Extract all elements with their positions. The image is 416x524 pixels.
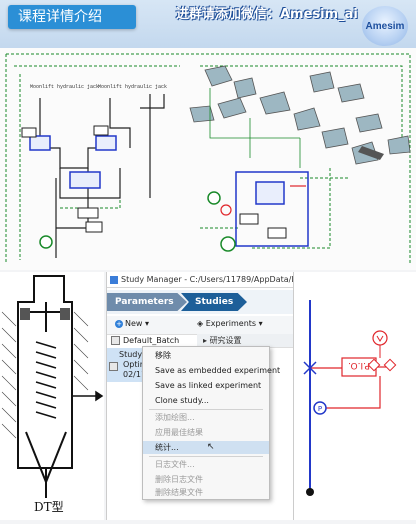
dt-valve-illustration bbox=[0, 272, 104, 520]
new-label: New bbox=[125, 319, 143, 328]
study-settings-label: 研究设置 bbox=[209, 336, 242, 345]
schematic-drawing: Moonlift hydraulic jack Moonlift hydraul… bbox=[5, 53, 411, 264]
menu-item-statistics[interactable]: 统计... ↖ bbox=[143, 441, 269, 454]
dt-valve-drawing bbox=[1, 275, 104, 498]
menu-separator bbox=[149, 456, 263, 457]
hydraulic-schematic: Moonlift hydraulic jack Moonlift hydraul… bbox=[0, 48, 416, 270]
study-label-line2: Optir bbox=[123, 360, 144, 369]
circuit-drawing: P.I.O. P bbox=[303, 300, 397, 496]
study-toolbar: +New ▾ ◈ Experiments ▾ bbox=[107, 316, 293, 335]
tree-item-default-batch[interactable]: Default_Batch bbox=[111, 336, 179, 345]
menu-separator bbox=[149, 409, 263, 410]
logo-text: Amesim bbox=[365, 20, 405, 32]
statistics-label: 统计... bbox=[155, 443, 179, 452]
menu-item-save-linked[interactable]: Save as linked experiment bbox=[155, 381, 262, 390]
menu-item-delete-log[interactable]: 删除日志文件 bbox=[155, 475, 203, 484]
menu-item-delete-results[interactable]: 删除结果文件 bbox=[155, 488, 203, 497]
amesim-logo: Amesim bbox=[362, 6, 408, 46]
context-menu[interactable]: 移除 Save as embedded experiment Save as l… bbox=[142, 346, 281, 500]
study-icon bbox=[109, 362, 118, 371]
pressure-symbol-label: P bbox=[318, 405, 322, 413]
schematic-label-right: Moonlift hydraulic jack bbox=[98, 84, 167, 90]
menu-item-clone-study[interactable]: Clone study... bbox=[155, 396, 209, 405]
menu-item-save-embedded[interactable]: Save as embedded experiment bbox=[155, 366, 281, 375]
header-banner: 课程详情介绍 进群请添加微信：Amesim_ai Amesim bbox=[0, 0, 416, 48]
circuit-diagram-panel: P.I.O. P bbox=[294, 272, 416, 520]
breadcrumb-studies[interactable]: Studies bbox=[181, 293, 247, 311]
app-icon bbox=[110, 275, 118, 284]
contact-text: 进群请添加微信：Amesim_ai bbox=[176, 7, 358, 22]
plus-icon: + bbox=[115, 320, 123, 328]
study-label-line3: 02/11 bbox=[123, 370, 147, 379]
experiments-button[interactable]: ◈ Experiments ▾ bbox=[197, 319, 263, 328]
experiments-label: Experiments bbox=[205, 319, 257, 328]
course-title-badge: 课程详情介绍 bbox=[8, 5, 136, 29]
new-button[interactable]: +New ▾ bbox=[115, 319, 150, 328]
experiments-icon: ◈ bbox=[197, 319, 204, 328]
study-label-line1: Study bbox=[119, 350, 143, 359]
menu-item-remove[interactable]: 移除 bbox=[155, 351, 171, 360]
breadcrumb-parameters[interactable]: Parameters bbox=[107, 293, 187, 311]
schematic-label-left: Moonlift hydraulic jack bbox=[30, 84, 99, 90]
pio-box-label: P.I.O. bbox=[348, 360, 370, 370]
menu-item-apply-best[interactable]: 应用最佳结果 bbox=[155, 428, 203, 437]
window-titlebar[interactable]: Study Manager - C:/Users/11789/AppData/L… bbox=[107, 272, 293, 288]
dt-label: DT型 bbox=[34, 500, 64, 514]
breadcrumb: Parameters Studies bbox=[107, 290, 293, 314]
batch-icon bbox=[111, 336, 120, 345]
menu-item-log-file[interactable]: 日志文件... bbox=[155, 460, 195, 469]
window-title: Study Manager - C:/Users/11789/AppData/L… bbox=[121, 275, 293, 284]
menu-item-add-plot[interactable]: 添加绘图... bbox=[155, 413, 195, 422]
mouse-cursor-icon: ↖ bbox=[207, 442, 215, 452]
default-batch-label: Default_Batch bbox=[123, 336, 180, 345]
